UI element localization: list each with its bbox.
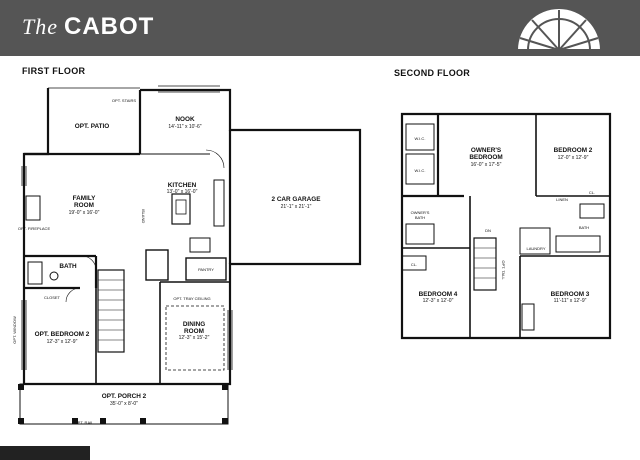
label-pantry: PANTRY xyxy=(198,267,214,272)
floor-plans: OPT. PATIO OPT. STAIRS NOOK 14'-11" x 10… xyxy=(12,85,612,425)
label-bath-1: BATH xyxy=(59,263,77,270)
label-garage-dim: 21'-1" x 21'-1" xyxy=(281,204,312,210)
label-family-room: ROOM xyxy=(74,202,94,209)
label-bedroom-4: BEDROOM 4 xyxy=(419,291,458,298)
label-opt-patio: OPT. PATIO xyxy=(75,123,110,130)
label-bedroom-4-dim: 12'-3" x 12'-0" xyxy=(423,298,454,304)
label-opt-window: OPT. WINDOW xyxy=(12,316,17,344)
label-bedroom-2-dim: 12'-0" x 12'-9" xyxy=(558,155,589,161)
label-dn: DN xyxy=(485,228,491,233)
label-opt-tray: OPT. TRAY CEILING xyxy=(173,296,210,301)
label-opt-tall: OPT. TALL xyxy=(501,260,506,280)
label-opt-bedroom-2: OPT. BEDROOM 2 xyxy=(35,331,90,338)
label-laundry: LAUNDRY xyxy=(526,246,545,251)
label-garage: 2 CAR GARAGE xyxy=(271,196,321,203)
label-bath-2: BATH xyxy=(579,225,589,230)
label-opt-stairs: OPT. STAIRS xyxy=(112,98,136,103)
label-cl-1: CL. xyxy=(589,190,595,195)
label-wic-2: W.I.C. xyxy=(415,168,426,173)
label-bedroom-2: BEDROOM 2 xyxy=(554,147,593,154)
label-owners-bedroom: BEDROOM xyxy=(469,154,502,161)
label-closet: CLOSET xyxy=(44,295,61,300)
label-owners-bath-2: BATH xyxy=(415,215,425,220)
label-opt-fireplace: OPT. FIREPLACE xyxy=(18,226,51,231)
label-cl-2: CL. xyxy=(411,262,417,267)
label-opt-porch: OPT. PORCH 2 xyxy=(102,393,147,400)
second-floor-label: SECOND FLOOR xyxy=(394,68,471,78)
label-family-dim: 19'-0" x 16'-0" xyxy=(69,210,100,216)
first-floor-label: FIRST FLOOR xyxy=(22,66,86,76)
label-dining-dim: 12'-3" x 15'-2" xyxy=(179,335,210,341)
label-linen: LINEN xyxy=(556,197,568,202)
sunburst-logo-icon xyxy=(518,9,600,51)
label-family: FAMILY xyxy=(73,195,97,202)
title-prefix: The xyxy=(22,14,58,39)
label-owners: OWNER'S xyxy=(471,147,502,154)
label-nook: NOOK xyxy=(175,116,195,123)
label-opt-rail: OPT. RAIL xyxy=(75,420,95,425)
label-wic-1: W.I.C. xyxy=(415,136,426,141)
label-island: ISLAND xyxy=(141,209,146,224)
label-dining-room: ROOM xyxy=(184,328,204,335)
label-kitchen: KITCHEN xyxy=(168,182,197,189)
label-kitchen-dim: 13'-0" x 16'-0" xyxy=(167,189,198,195)
label-nook-dim: 14'-11" x 10'-6" xyxy=(168,124,201,130)
label-opt-bedroom-2-dim: 12'-3" x 12'-9" xyxy=(47,339,78,345)
label-opt-porch-dim: 35'-0" x 8'-0" xyxy=(110,401,138,407)
label-bedroom-3: BEDROOM 3 xyxy=(551,291,590,298)
footer-bar xyxy=(0,446,90,460)
label-dining: DINING xyxy=(183,321,205,328)
label-bedroom-3-dim: 11'-11" x 12'-9" xyxy=(554,298,587,304)
label-owners-dim: 16'-0" x 17'-5" xyxy=(471,162,502,168)
title-name: CABOT xyxy=(64,13,155,40)
label-owners-bath: OWNER'S xyxy=(411,210,430,215)
